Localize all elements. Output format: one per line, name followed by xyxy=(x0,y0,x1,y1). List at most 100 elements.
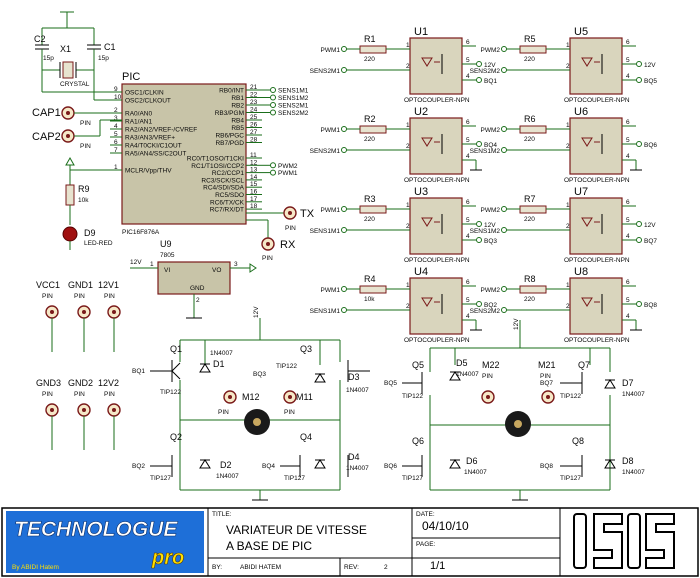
pic-pin-name: RB0/INT xyxy=(219,88,244,95)
opto-label: U8 xyxy=(574,266,588,278)
opto-pin-number: 6 xyxy=(466,279,470,286)
opto-pin-number: 6 xyxy=(466,199,470,206)
opto-pin-number: 2 xyxy=(406,143,410,150)
opto-part: OPTOCOUPLER-NPN xyxy=(404,337,470,344)
pic-pin-number: 25 xyxy=(250,114,258,121)
pic-pin-name: RC3/SCK/SCL xyxy=(201,177,244,184)
logo-panel xyxy=(6,511,204,573)
m11-type: PIN xyxy=(284,409,295,416)
connector-type: PIN xyxy=(42,391,53,398)
rx-label: RX xyxy=(280,239,296,251)
opto-pin-number: 1 xyxy=(566,42,570,49)
opto-pin-number: 4 xyxy=(626,233,630,240)
opto-pin-number: 1 xyxy=(566,202,570,209)
optocoupler-u2[interactable]: PWM1SENS2M1R2220U2OPTOCOUPLER-NPN65BQ441… xyxy=(310,106,498,184)
m12-label: M12 xyxy=(242,392,260,402)
crystal-section: C2 15p X1 CRYSTAL C1 15p xyxy=(34,11,122,101)
opto-input-net: PWM1 xyxy=(321,207,341,214)
opto-pin-number: 4 xyxy=(626,313,630,320)
resistor-value: 220 xyxy=(364,216,375,223)
d8-part: 1N4007 xyxy=(622,469,645,476)
connector-label: GND1 xyxy=(68,280,93,290)
connector-type: PIN xyxy=(104,391,115,398)
opto-pin-number: 2 xyxy=(406,303,410,310)
opto-pin-number: 5 xyxy=(466,297,470,304)
resistor-label: R1 xyxy=(364,34,376,44)
pic-net-label: SENS2M1 xyxy=(278,103,309,110)
u9-gnd: GND xyxy=(190,285,205,292)
pic-pin-name: MCLR/Vpp/THV xyxy=(125,168,172,175)
pic-pin-name: RC0/T1OSO/T1CKI xyxy=(187,156,244,163)
opto-pin-number: 6 xyxy=(626,39,630,46)
d1-label: D1 xyxy=(213,359,225,369)
title-label: TITLE: xyxy=(212,511,232,518)
q1-label: Q1 xyxy=(170,344,182,354)
tx-rx-connectors: TX PIN RX PIN xyxy=(246,206,315,262)
pic-pin-number: 2 xyxy=(114,107,118,114)
c2-label: C2 xyxy=(34,34,46,44)
rev-value: 2 xyxy=(384,564,388,571)
h-bridge-2: 12V Q5 TIP122 D5 1N4007 M22 PIN M21 PIN … xyxy=(384,318,645,501)
resistor-value: 220 xyxy=(524,216,535,223)
logo-text: TECHNOLOGUE xyxy=(14,518,178,541)
d4-label: D4 xyxy=(348,452,360,462)
optocoupler-u8[interactable]: PWM2SENS2M2R8220U8OPTOCOUPLER-NPN65BQ841… xyxy=(470,266,658,344)
opto-pin-number: 1 xyxy=(406,202,410,209)
connector-type: PIN xyxy=(74,391,85,398)
d5-label: D5 xyxy=(456,358,468,368)
opto-pin-number: 2 xyxy=(566,303,570,310)
q2-part: TIP127 xyxy=(150,475,171,482)
optocoupler-u1[interactable]: PWM1SENS2M1R1220U1OPTOCOUPLER-NPN6512V4B… xyxy=(310,26,498,104)
u9-pin2: 2 xyxy=(196,297,200,304)
optocoupler-u3[interactable]: PWM1SENS1M1R3220U3OPTOCOUPLER-NPN6512V4B… xyxy=(310,186,498,264)
q8-part: TIP127 xyxy=(560,475,581,482)
opto-pin-number: 1 xyxy=(406,42,410,49)
title-block: TECHNOLOGUE pro By ABIDI Hatem TITLE: VA… xyxy=(1,507,699,577)
q6-label: Q6 xyxy=(412,436,424,446)
opto-pin-number: 5 xyxy=(466,137,470,144)
opto-input-net: SENS1M2 xyxy=(470,228,501,235)
pic-pin-number: 27 xyxy=(250,129,258,136)
opto-part: OPTOCOUPLER-NPN xyxy=(404,97,470,104)
title-line1: VARIATEUR DE VITESSE xyxy=(226,523,367,537)
pic-pin-name: RC6/TX/CK xyxy=(210,199,245,206)
pic-pin-name: OSC2/CLKOUT xyxy=(125,98,171,105)
cap2-type: PIN xyxy=(80,143,91,150)
pic-pin-name: RA0/AN0 xyxy=(125,111,152,118)
optocoupler-u5[interactable]: PWM2SENS2M2R5220U5OPTOCOUPLER-NPN6512V4B… xyxy=(470,26,658,104)
pic-pin-name: RA3/AN3/VREF+ xyxy=(125,135,175,142)
isis-logo xyxy=(573,513,675,569)
d7-label: D7 xyxy=(622,378,634,388)
c1-label: C1 xyxy=(104,42,116,52)
opto-output-net: BQ7 xyxy=(644,238,657,245)
u9-pin1: 1 xyxy=(150,261,154,268)
opto-label: U2 xyxy=(414,106,428,118)
opto-pin-number: 4 xyxy=(626,153,630,160)
opto-label: U4 xyxy=(414,266,428,278)
opto-input-net: SENS2M2 xyxy=(470,308,501,315)
q4-part: TIP127 xyxy=(284,475,305,482)
resistor-value: 220 xyxy=(524,56,535,63)
pic-net-label: SENS1M1 xyxy=(278,88,309,95)
optocoupler-u7[interactable]: PWM2SENS1M2R7220U7OPTOCOUPLER-NPN6512V4B… xyxy=(470,186,658,264)
opto-input-net: PWM2 xyxy=(481,47,501,54)
opto-pin-number: 2 xyxy=(566,223,570,230)
c1-value: 15p xyxy=(98,55,109,62)
opto-pin-number: 4 xyxy=(466,153,470,160)
tx-type: PIN xyxy=(285,225,296,232)
optocoupler-u6[interactable]: PWM2SENS1M2R6220U6OPTOCOUPLER-NPN65BQ641… xyxy=(470,106,658,184)
x1-label: X1 xyxy=(60,44,71,54)
resistor-value: 220 xyxy=(524,296,535,303)
opto-output-net: BQ5 xyxy=(644,78,657,85)
u9-ref: U9 xyxy=(160,239,172,249)
d6-label: D6 xyxy=(466,456,478,466)
optocoupler-u4[interactable]: PWM1SENS1M1R410kU4OPTOCOUPLER-NPN65BQ241… xyxy=(310,266,498,344)
pic-net-label: PWM1 xyxy=(278,170,298,177)
opto-input-net: PWM2 xyxy=(481,127,501,134)
u9-regulator: 12V U9 7805 VI VO GND 1 2 3 xyxy=(130,239,257,319)
opto-output-net: 12V xyxy=(644,62,656,69)
opto-input-net: SENS1M1 xyxy=(310,228,341,235)
d9-label: D9 xyxy=(84,228,96,238)
pic-pin-name: RB6/PGC xyxy=(215,133,244,140)
